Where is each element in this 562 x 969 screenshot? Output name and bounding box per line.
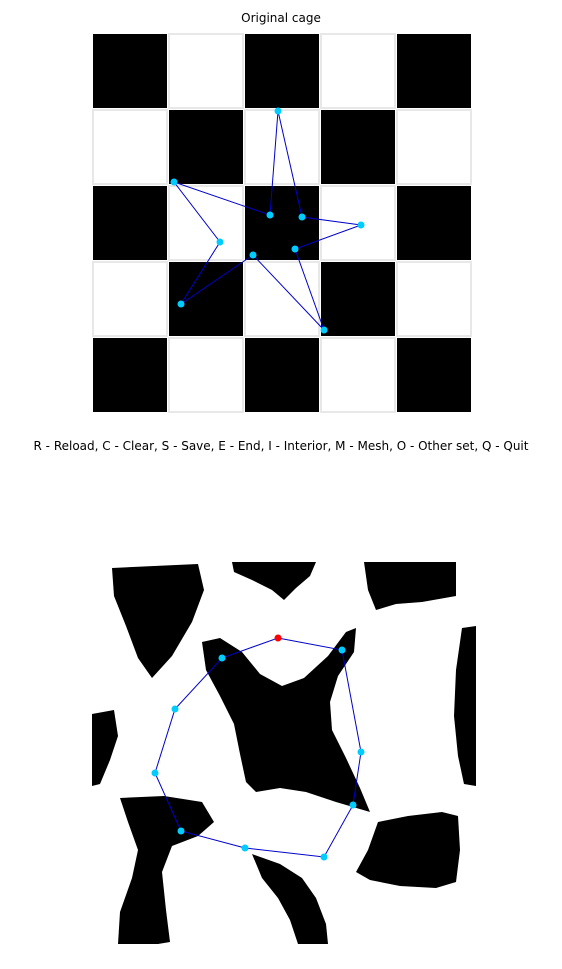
cage-vertex[interactable]	[357, 748, 365, 756]
cage-vertex[interactable]	[274, 107, 282, 115]
deformed-region	[454, 626, 476, 786]
cage-vertex[interactable]	[320, 853, 328, 861]
cage-vertex[interactable]	[338, 646, 346, 654]
board-square-black	[245, 338, 319, 412]
figure-title: Original cage	[241, 11, 321, 25]
board-square-black	[169, 262, 243, 336]
cage-vertex[interactable]	[320, 326, 328, 334]
cage-vertex[interactable]	[177, 300, 185, 308]
cage-vertex[interactable]	[249, 251, 257, 259]
board-square-black	[245, 186, 319, 260]
deformed-checkerboard	[92, 562, 476, 944]
board-square-white	[92, 109, 168, 185]
cage-vertex[interactable]	[218, 654, 226, 662]
deformed-region	[232, 562, 316, 600]
board-square-white	[168, 337, 244, 413]
original-cage-plot[interactable]	[92, 33, 473, 414]
deformed-region	[118, 796, 214, 944]
board-square-black	[245, 34, 319, 108]
cage-vertex[interactable]	[266, 211, 274, 219]
deformed-region	[112, 564, 204, 678]
keyboard-shortcuts-help: R - Reload, C - Clear, S - Save, E - End…	[33, 439, 529, 453]
board-square-black	[321, 262, 395, 336]
board-square-white	[320, 33, 396, 109]
cage-vertex[interactable]	[298, 213, 306, 221]
cage-vertex[interactable]	[177, 827, 185, 835]
cage-star[interactable]	[170, 107, 365, 334]
deformed-cage[interactable]	[151, 634, 365, 861]
deformed-region	[364, 562, 456, 610]
cage-vertex[interactable]	[357, 221, 365, 229]
deformed-region	[252, 854, 328, 944]
board-square-black	[93, 338, 167, 412]
cage-vertex[interactable]	[170, 178, 178, 186]
board-square-black	[397, 338, 471, 412]
board-square-white	[92, 261, 168, 337]
checkerboard	[92, 33, 472, 413]
cage-vertex[interactable]	[349, 801, 357, 809]
cage-vertex[interactable]	[241, 844, 249, 852]
cage-vertex[interactable]	[216, 238, 224, 246]
board-square-black	[93, 34, 167, 108]
selected-cage-vertex[interactable]	[274, 634, 282, 642]
deformed-region	[202, 628, 370, 812]
board-square-white	[396, 261, 472, 337]
cage-vertex[interactable]	[291, 245, 299, 253]
cage-vertex[interactable]	[171, 705, 179, 713]
board-square-white	[320, 337, 396, 413]
board-square-black	[397, 186, 471, 260]
board-square-black	[93, 186, 167, 260]
board-square-black	[169, 110, 243, 184]
board-square-white	[320, 185, 396, 261]
board-square-white	[168, 33, 244, 109]
board-square-white	[244, 109, 320, 185]
board-square-black	[321, 110, 395, 184]
deformed-region	[92, 710, 118, 786]
board-square-black	[397, 34, 471, 108]
board-square-white	[396, 109, 472, 185]
cage-vertex[interactable]	[151, 769, 159, 777]
deformed-region	[356, 812, 460, 888]
board-square-white	[244, 261, 320, 337]
deformed-image-plot[interactable]	[92, 560, 476, 944]
